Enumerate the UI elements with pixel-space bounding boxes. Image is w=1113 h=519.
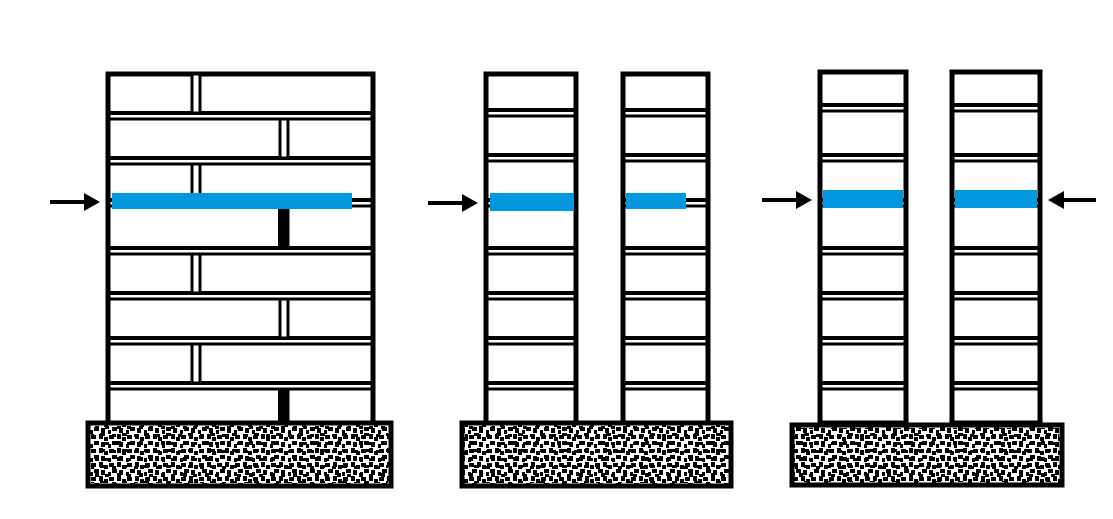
arrow-left-icon xyxy=(1048,191,1096,209)
head-joint xyxy=(190,252,202,295)
injection-layer-inner-leaf xyxy=(626,193,686,209)
head-joint-filled xyxy=(278,389,288,423)
foundation-texture xyxy=(91,426,388,483)
injection-layer-right-leaf xyxy=(955,190,1037,208)
panel-cavity-wall-both-sides-injection xyxy=(762,69,1096,488)
head-joint-filled xyxy=(278,209,288,248)
panel-solid-brick-wall xyxy=(50,71,394,489)
arrow-head xyxy=(796,191,812,209)
head-joint xyxy=(190,342,202,385)
foundation-texture xyxy=(795,428,1059,482)
arrow-right-icon xyxy=(50,193,100,211)
head-joint xyxy=(278,297,290,340)
diagram-layer xyxy=(50,69,1096,489)
arrow-head xyxy=(462,194,478,212)
arrow-head xyxy=(84,193,100,211)
head-joint xyxy=(190,72,202,115)
foundation-texture xyxy=(465,426,728,483)
arrow-right-icon xyxy=(762,191,812,209)
head-joint xyxy=(278,117,290,160)
panel-cavity-wall-one-side-injection xyxy=(428,71,734,489)
arrow-right-icon xyxy=(428,194,478,212)
injection-layer xyxy=(112,193,352,209)
injection-layer-left-leaf xyxy=(823,190,903,208)
arrow-head xyxy=(1048,191,1064,209)
injection-layer-outer-leaf xyxy=(490,193,574,211)
